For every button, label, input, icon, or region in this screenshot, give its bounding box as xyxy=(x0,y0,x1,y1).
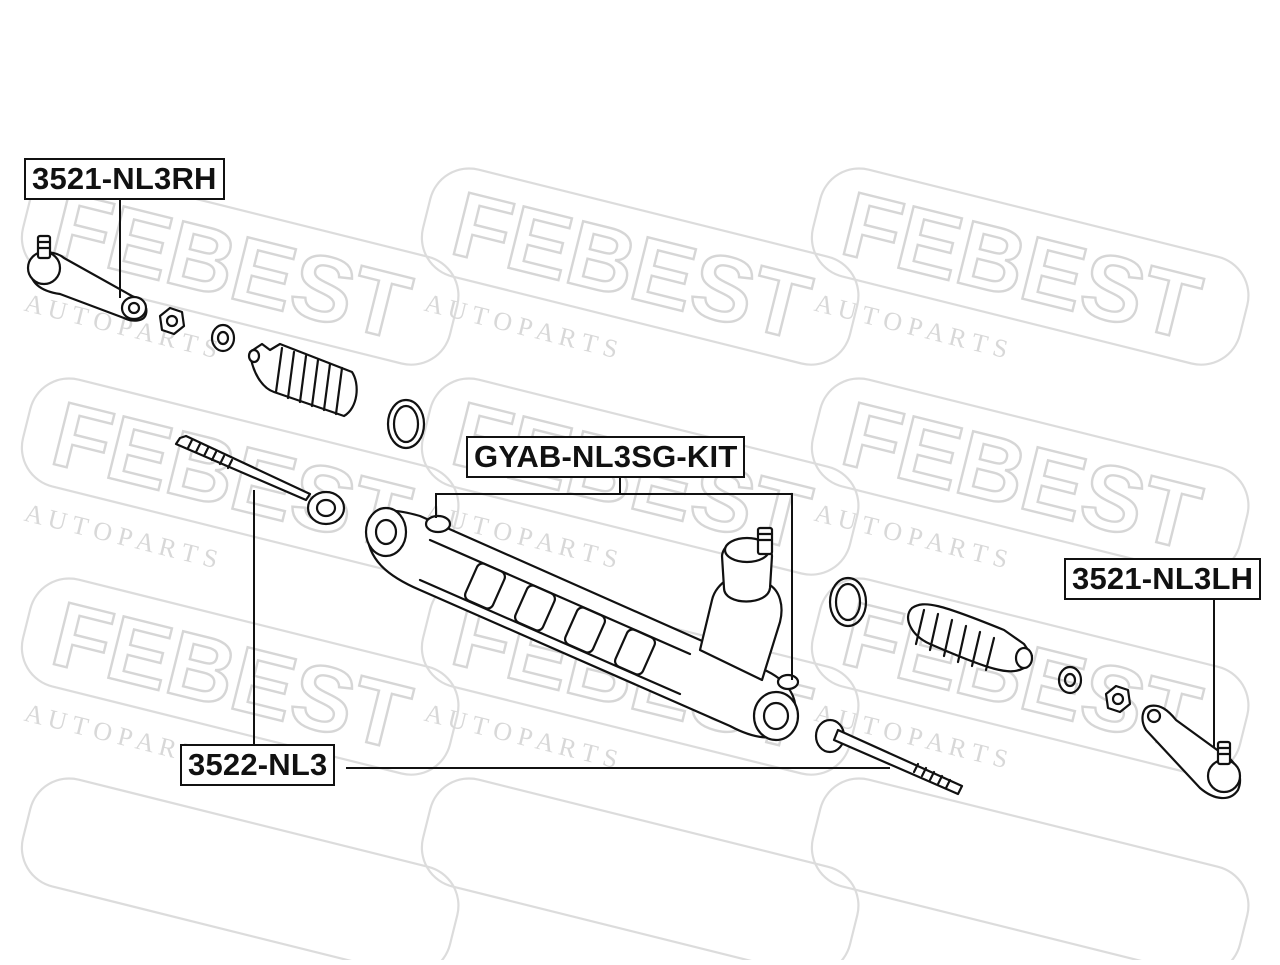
leader-rack-kit xyxy=(435,470,621,518)
clip-lh xyxy=(1057,665,1083,695)
band-rh xyxy=(386,398,426,450)
inner-tie-rod-lower xyxy=(814,718,964,796)
nut-rh xyxy=(158,306,186,336)
part-number-inner-tie-rod: 3522-NL3 xyxy=(180,744,336,786)
leader-lines xyxy=(119,196,1215,769)
leader-rack-kit-right xyxy=(620,493,793,680)
boot-lh xyxy=(906,603,1034,673)
band-lh xyxy=(828,576,868,628)
part-number-rack-kit: GYAB-NL3SG-KIT xyxy=(466,436,746,478)
nut-lh xyxy=(1104,684,1132,714)
boot-rh xyxy=(247,342,358,418)
clip-rh xyxy=(210,323,236,353)
tie-rod-end-rh xyxy=(26,234,148,322)
tie-rod-end-lh xyxy=(1141,704,1242,800)
rack-housing xyxy=(364,506,800,742)
part-number-tie-rod-end-rh: 3521-NL3RH xyxy=(24,158,225,200)
part-number-tie-rod-end-lh: 3521-NL3LH xyxy=(1064,558,1262,600)
inner-tie-rod-upper xyxy=(174,434,346,526)
parts-drawing xyxy=(26,234,1242,800)
